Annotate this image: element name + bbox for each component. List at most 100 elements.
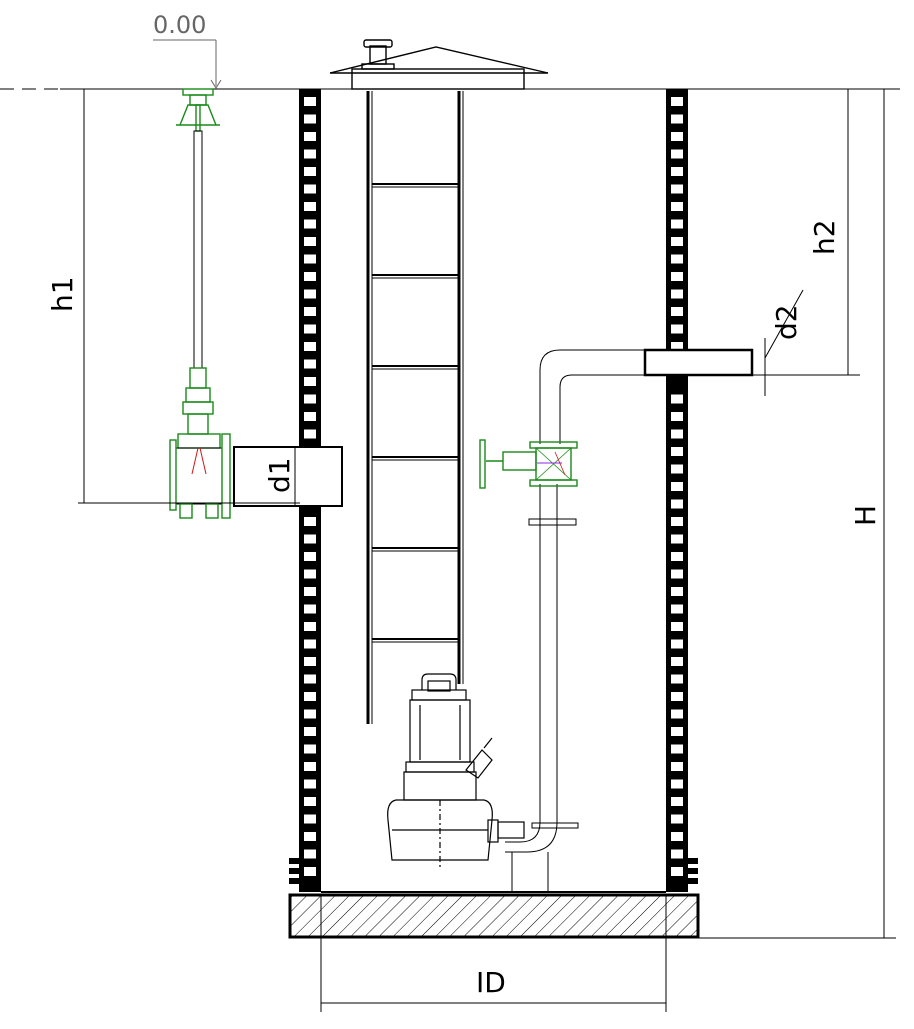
wall-segment [304,114,316,124]
wall-segment [304,254,316,264]
dimension-ID: ID [320,895,667,1012]
wall-segment [671,342,683,351]
wall-segment [304,167,316,176]
wall-segment [304,132,316,141]
wall-segment [304,639,316,649]
wall-segment [671,797,683,806]
wall-segment [304,342,316,351]
wall-segment [671,499,683,509]
wall-segment [671,184,683,194]
wall-segment [671,657,683,666]
wall-segment [304,814,316,824]
wall-segment [671,464,683,474]
wall-segment [671,622,683,631]
wall-segment [671,447,683,456]
outlet-pipe [643,348,754,377]
wall-segment [671,114,683,124]
wall-segment [671,832,683,841]
wall-segment [304,517,316,526]
base-socket-left [289,858,299,884]
wall-segment [304,744,316,754]
wall-segment [671,517,683,526]
level-label: 0.00 [153,11,206,39]
wall-segment [671,867,683,876]
wall-segment [304,412,316,421]
wall-segment [671,727,683,736]
wall-segment [304,727,316,736]
wall-segment [304,272,316,281]
wall-segment [671,639,683,649]
wall-segment [671,604,683,614]
wall-segment [304,219,316,229]
H-label: H [849,505,882,526]
wall-segment [671,552,683,561]
wall-segment [671,482,683,491]
wall-segment [304,692,316,701]
wall-segment [304,762,316,771]
wall-segment [304,377,316,386]
d2-label: d2 [770,304,803,340]
wall-segment [304,622,316,631]
wall-segment [304,149,316,159]
wall-segment [304,604,316,614]
level-marker: 0.00 [153,11,222,89]
wall-segment [671,429,683,439]
wall-segment [671,167,683,176]
wall-segment [304,709,316,719]
wall-segment [671,254,683,264]
wall-segment [671,324,683,334]
wall-segment [304,307,316,316]
dimension-d1: d1 [263,447,296,506]
wall-segment [304,394,316,404]
wall-segment [671,587,683,596]
wall-segment [671,779,683,789]
wall-segment [304,867,316,876]
wall-segment [671,412,683,421]
wall-segment [304,657,316,666]
base-slab [288,893,700,939]
ladder [366,91,464,724]
wall-segment [304,184,316,194]
wall-segment [671,394,683,404]
wall-segment [304,587,316,596]
wall-segment [671,237,683,246]
wall-segment [304,289,316,299]
wall-segment [304,202,316,211]
wall-segment [671,692,683,701]
wall-segment [304,849,316,859]
wall-segment [304,237,316,246]
wall-segment [671,814,683,824]
dimension-h1: h1 [46,89,300,504]
base-socket-right [688,858,698,884]
wall-segment [304,359,316,369]
wall-segment [304,534,316,544]
external-gate-valve [169,88,231,519]
wall-segment [671,849,683,859]
wall-segment [671,307,683,316]
wall-segment [304,429,316,439]
wall-segment [304,674,316,684]
submersible-pump [387,673,525,868]
internal-gate-valve [479,439,578,489]
d1-label: d1 [263,457,296,493]
wall-segment [671,202,683,211]
wall-segment [671,762,683,771]
shaft-wall-right [666,89,688,892]
wall-segment [671,534,683,544]
wall-segment [304,779,316,789]
wall-segment [304,552,316,561]
roof-cover [329,39,549,90]
wall-segment [671,149,683,159]
wall-segment [671,97,683,106]
wall-segment [671,709,683,719]
h1-label: h1 [46,276,79,312]
wall-segment [304,97,316,106]
ID-label: ID [476,966,506,999]
dimension-h2: h2 [752,89,860,376]
wall-segment [671,744,683,754]
pressure-pipe [505,349,645,892]
wall-segment [304,832,316,841]
wall-segment [671,132,683,141]
inlet-pipe [233,446,343,507]
